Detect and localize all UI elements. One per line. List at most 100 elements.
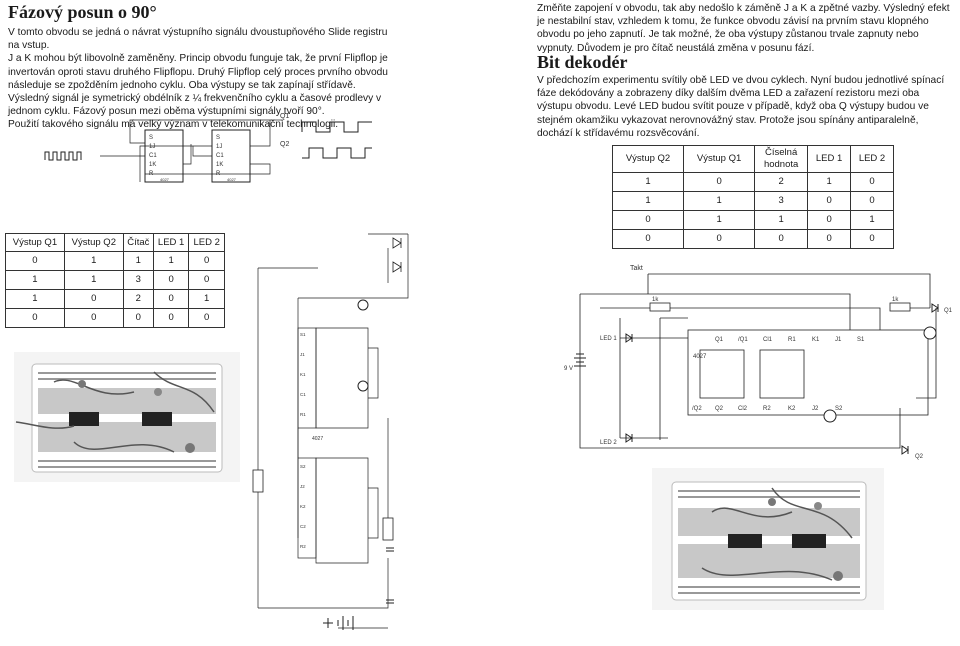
left-heading: Fázový posun o 90° — [8, 2, 157, 22]
resistor-2-label: 1k — [892, 297, 899, 303]
ic-chip-icon — [69, 412, 99, 426]
phase-shift-circuit-diagram: S 1J C1 1K R 4027 S 1J C1 1K R 4027 Q1 Q… — [44, 113, 372, 183]
table-cell: 0 — [63, 308, 124, 328]
table-cell: 1 — [152, 251, 190, 271]
ff2-pin-j: 1J — [216, 144, 222, 150]
table-header: Čítač — [122, 233, 154, 252]
ic-chip-icon — [728, 534, 762, 548]
table-cell: 0 — [152, 289, 190, 309]
led1-label: LED 1 — [600, 336, 617, 342]
left-truth-table: Výstup Q1 Výstup Q2 Čítač LED 1 LED 2 0 … — [5, 233, 225, 328]
pin-label: J2 — [812, 406, 819, 412]
table-cell: 1 — [122, 251, 154, 271]
ff1-pin-k: 1K — [149, 162, 156, 168]
table-cell: 1 — [188, 289, 225, 309]
ff1-pin-j: 1J — [149, 144, 155, 150]
pin-label: R1 — [788, 337, 796, 343]
table-cell: 0 — [5, 251, 65, 271]
table-cell: 0 — [807, 210, 852, 230]
ff2-pin-s: S — [216, 135, 220, 141]
clock-waveform-icon — [44, 151, 82, 161]
table-cell: 1 — [63, 270, 124, 290]
ic-label: 4027 — [693, 354, 707, 360]
table-row: 1 0 2 1 0 — [611, 172, 894, 192]
table-cell: 2 — [122, 289, 154, 309]
led-icon — [901, 445, 909, 455]
pin-label: Cl2 — [738, 406, 748, 412]
ff2-pin-k: 1K — [216, 162, 223, 168]
minus-terminal-icon — [823, 409, 837, 423]
battery-label: 9 V — [564, 366, 573, 372]
pin-label: /Q1 — [738, 337, 748, 343]
svg-text:S1: S1 — [300, 332, 306, 337]
table-cell: 0 — [807, 229, 852, 249]
q2-output-label: Q2 — [915, 454, 924, 460]
table-row: 1 0 2 0 1 — [5, 289, 225, 309]
left-paragraph-2: J a K mohou být libovolně zaměněny. Prin… — [8, 53, 388, 118]
resistor-1-label: 1k — [652, 297, 659, 303]
left-paragraph-3: Použití takového signálu má velký význam… — [8, 119, 339, 131]
table-cell: 1 — [5, 289, 65, 309]
table-cell: 0 — [683, 229, 756, 249]
led-icon — [625, 433, 633, 443]
left-text-block: V tomto obvodu se jedná o návrat výstupn… — [8, 26, 393, 132]
table-row: 1 1 3 0 0 — [611, 191, 894, 211]
table-header: Číselná hodnota — [754, 145, 809, 173]
resistor-icon — [889, 302, 911, 312]
right-paragraph-top: Změňte zapojení v obvodu, tak aby nedošl… — [537, 3, 950, 54]
table-cell: 0 — [850, 191, 894, 211]
table-cell: 3 — [754, 191, 809, 211]
table-header-row: Výstup Q1 Výstup Q2 Čítač LED 1 LED 2 — [5, 233, 225, 252]
resistor-icon — [649, 302, 671, 312]
table-cell: 0 — [188, 308, 225, 328]
svg-text:K2: K2 — [300, 504, 306, 509]
flipflop-1 — [144, 129, 184, 183]
pin-label: Cl1 — [763, 337, 773, 343]
table-cell: 0 — [611, 210, 685, 230]
table-header: LED 1 — [807, 145, 852, 173]
right-heading: Bit dekodér — [537, 52, 628, 72]
plus-terminal-icon — [923, 326, 937, 340]
led-icon — [392, 261, 402, 273]
table-cell: 1 — [611, 191, 685, 211]
table-cell: 1 — [807, 172, 852, 192]
ic-4027-outline — [687, 329, 929, 416]
right-paragraph-bottom: V předchozím experimentu svítily obě LED… — [537, 75, 945, 139]
flipflop-2 — [211, 129, 251, 183]
q2-waveform-icon — [302, 147, 372, 159]
table-cell: 0 — [122, 308, 154, 328]
svg-text:C2: C2 — [300, 524, 306, 529]
table-header: Výstup Q2 — [611, 145, 685, 173]
table-header: LED 2 — [850, 145, 894, 173]
svg-text:J2: J2 — [300, 484, 305, 489]
table-cell: 0 — [152, 270, 190, 290]
table-row: 0 0 0 0 0 — [611, 229, 894, 249]
table-cell: 0 — [152, 308, 190, 328]
table-cell: 3 — [122, 270, 154, 290]
table-cell: 1 — [611, 172, 685, 192]
svg-text:R1: R1 — [300, 412, 306, 417]
capacitor-icon — [386, 547, 394, 604]
q1-waveform-icon — [301, 121, 372, 133]
table-header: Výstup Q1 — [5, 233, 65, 252]
q1-label: Q1 — [280, 113, 289, 120]
table-header: Výstup Q2 — [63, 233, 124, 252]
right-truth-table: Výstup Q2 Výstup Q1 Číselná hodnota LED … — [611, 145, 894, 249]
pin-label: K2 — [788, 406, 796, 412]
bit-decoder-schematic: Takt LED 1 LED 2 Q1 Q2 1k 1k 9 V 4027 Q1… — [564, 265, 953, 460]
svg-text:K1: K1 — [300, 372, 306, 377]
ff2-name: 4027 — [227, 177, 237, 182]
led-icon — [625, 333, 633, 343]
table-cell: 1 — [754, 210, 809, 230]
ff1-pin-c: C1 — [149, 153, 157, 159]
q1-output-label: Q1 — [944, 308, 953, 314]
ff2-pin-c: C1 — [216, 153, 224, 159]
pin-label: Q2 — [715, 406, 724, 412]
q2-label: Q2 — [280, 141, 289, 148]
pin-label: R2 — [763, 406, 771, 412]
table-header: Výstup Q1 — [683, 145, 756, 173]
table-cell: 0 — [188, 251, 225, 271]
resistor-icon — [252, 469, 264, 493]
table-cell: 0 — [611, 229, 685, 249]
